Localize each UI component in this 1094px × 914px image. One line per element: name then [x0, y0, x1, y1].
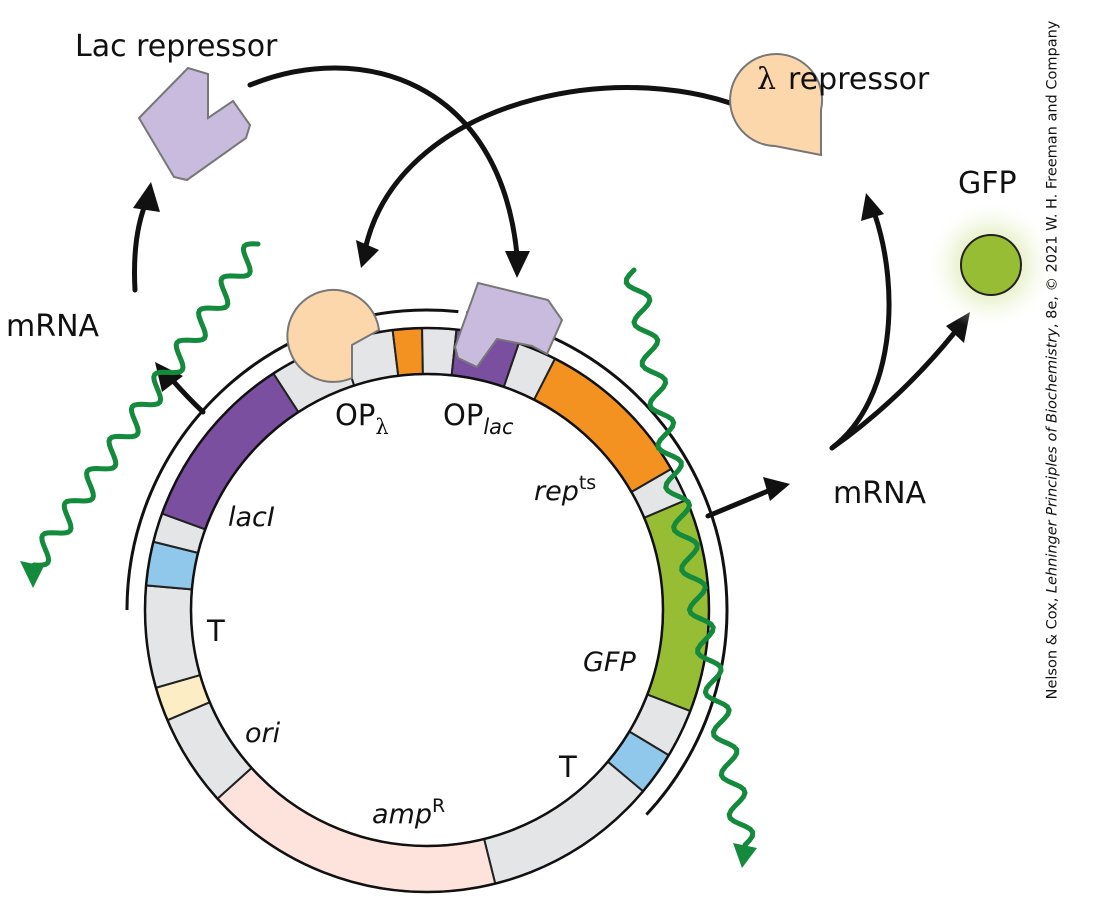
- bound-lambda-repressor: [286, 288, 381, 383]
- arrow-lambda-repressor-to-oplambda: [362, 85, 775, 253]
- amp-gene-label: ampR: [372, 795, 445, 830]
- mrna-strand-right: [623, 267, 756, 848]
- mrna-left-label: mRNA: [6, 309, 100, 344]
- arrowhead-icon: [763, 477, 790, 501]
- arrowhead-icon: [133, 182, 160, 212]
- transcript-arc-left: [125, 308, 459, 611]
- gfp-protein-label: GFP: [958, 166, 1017, 201]
- lambda-repressor-free-icon: [729, 53, 824, 157]
- terminator-right-label: T: [558, 750, 577, 784]
- gfp-protein-icon: [960, 234, 1022, 296]
- arrow-mrna-to-lambda-repressor: [829, 212, 892, 451]
- mrna-arrowheads: [20, 561, 757, 868]
- mrna-arrowhead-icon: [733, 843, 757, 868]
- copyright-credit: Nelson & Cox, Lehninger Principles of Bi…: [1044, 20, 1060, 700]
- lambda-symbol: λ: [757, 62, 776, 97]
- mrna-strand-left: [31, 241, 261, 568]
- bound-lac-repressor: [453, 281, 564, 369]
- op-lac-subscript: lac: [483, 415, 514, 439]
- arrow-lac-repressor-to-oplac: [247, 65, 520, 258]
- rep-gene-label: repts: [534, 472, 596, 507]
- lambda-repressor-icon: [286, 288, 381, 383]
- ring-segment-spacer: [421, 327, 458, 377]
- op-lambda-subscript: λ: [375, 415, 388, 439]
- transcript-arc-right: [465, 311, 729, 816]
- arrow-mrna-to-gfp: [829, 329, 958, 451]
- ring-outer-outline: [143, 326, 711, 894]
- mrna-right-label: mRNA: [833, 476, 927, 511]
- lac-repressor-free-icon: [137, 66, 252, 182]
- arrowhead-icon: [155, 362, 183, 392]
- regulation-arrows: [132, 65, 958, 519]
- ring-segment-amp: [216, 766, 497, 893]
- arrow-rep-to-mrna: [705, 488, 771, 519]
- ring-segment-rep: [532, 357, 673, 494]
- laci-gene-label: lacI: [228, 502, 275, 533]
- op-lac-label: OPlac: [443, 398, 514, 439]
- lambda-repressor-label: λ repressor: [757, 62, 930, 97]
- arrowhead-icon: [356, 240, 379, 268]
- ring-segment-op-lambda: [391, 327, 424, 377]
- rep-superscript: ts: [579, 472, 596, 494]
- lambda-repressor-word: repressor: [788, 62, 930, 97]
- lac-repressor-icon: [453, 281, 564, 369]
- arrowhead-icon: [861, 193, 884, 221]
- terminator-left-label: T: [206, 614, 225, 648]
- amp-superscript: R: [432, 795, 445, 817]
- lac-repressor-label: Lac repressor: [75, 29, 278, 64]
- ring-inner-outline: [189, 372, 665, 848]
- ori-label: ori: [245, 718, 281, 749]
- arrowhead-icon: [505, 251, 530, 278]
- mrna-arrowhead-icon: [20, 561, 44, 588]
- op-lambda-label: OPλ: [335, 398, 389, 439]
- arrow-mrna-to-lac-repressor: [132, 197, 150, 293]
- gfp-gene-label: GFP: [583, 647, 636, 678]
